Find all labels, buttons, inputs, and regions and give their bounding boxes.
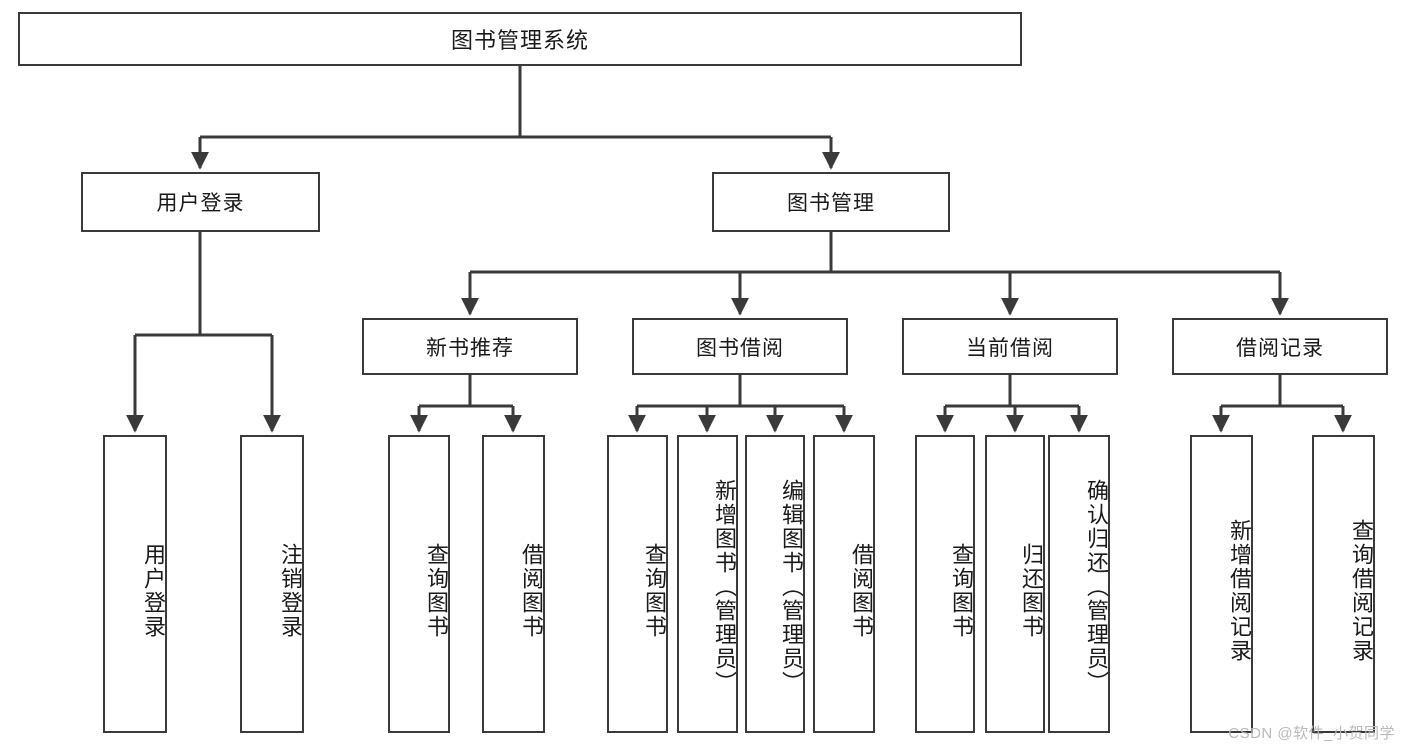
node-leaf-borrow-book[interactable]: 借阅图书 <box>813 435 875 733</box>
node-leaf-user-login[interactable]: 用户登录 <box>103 435 167 733</box>
node-new-book-recommendation[interactable]: 新书推荐 <box>362 318 578 375</box>
node-leaf-user-logout[interactable]: 注销登录 <box>240 435 304 733</box>
node-user-login[interactable]: 用户登录 <box>81 172 320 232</box>
node-book-borrow[interactable]: 图书借阅 <box>632 318 848 375</box>
node-leaf-confirm-return-admin[interactable]: 确认归还（管理员） <box>1048 435 1110 733</box>
node-leaf-borrow-book-recommend[interactable]: 借阅图书 <box>482 435 545 733</box>
node-leaf-edit-book-admin[interactable]: 编辑图书（管理员） <box>745 435 805 733</box>
node-book-manage[interactable]: 图书管理 <box>712 172 950 232</box>
node-leaf-query-book-recommend[interactable]: 查询图书 <box>388 435 450 733</box>
node-borrow-record[interactable]: 借阅记录 <box>1172 318 1388 375</box>
node-leaf-query-book-borrow[interactable]: 查询图书 <box>607 435 668 733</box>
csdn-watermark: CSDN @软件_小贺同学 <box>1228 725 1395 742</box>
node-current-borrow[interactable]: 当前借阅 <box>902 318 1118 375</box>
node-leaf-add-book-admin[interactable]: 新增图书（管理员） <box>677 435 738 733</box>
node-leaf-return-book[interactable]: 归还图书 <box>985 435 1045 733</box>
node-leaf-query-book-current[interactable]: 查询图书 <box>915 435 975 733</box>
node-leaf-query-borrow-record[interactable]: 查询借阅记录 <box>1312 435 1375 733</box>
node-root[interactable]: 图书管理系统 <box>18 12 1022 66</box>
node-leaf-add-borrow-record[interactable]: 新增借阅记录 <box>1190 435 1253 733</box>
